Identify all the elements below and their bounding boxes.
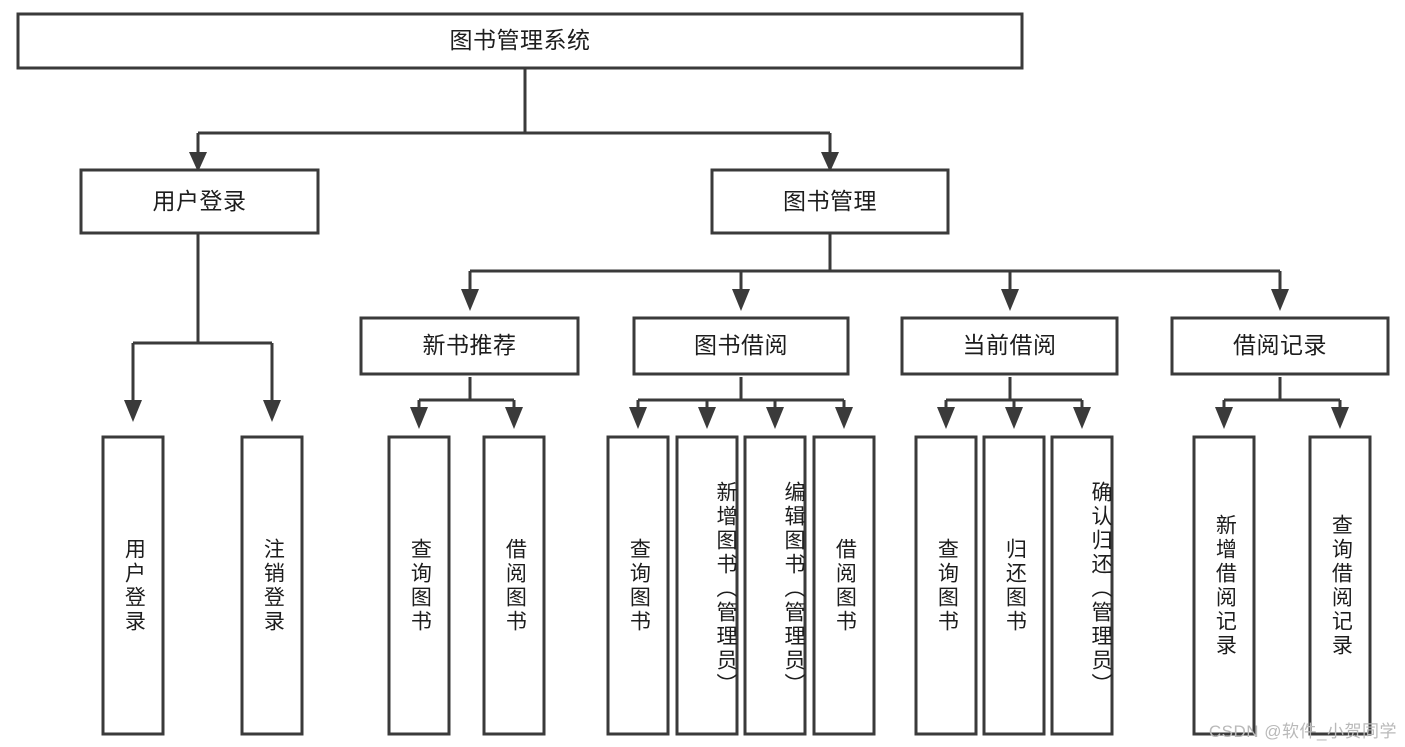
- leaf-box: [1050, 435, 1114, 736]
- node-box-current: [900, 316, 1119, 376]
- connector-bookborrow-to-leaves: [629, 377, 853, 429]
- node-box-new-books: [359, 316, 580, 376]
- connector-newbooks-to-leaves: [410, 377, 523, 429]
- connector-borrowrecords-to-leaves: [1215, 377, 1349, 429]
- leaf-box: [743, 435, 807, 736]
- leaf-box: [387, 435, 451, 736]
- node-box-book-mgmt: [710, 168, 950, 235]
- connector-root-to-level2: [189, 68, 839, 172]
- leaf-box: [606, 435, 670, 736]
- node-box-root: [16, 12, 1024, 70]
- leaf-box: [240, 435, 304, 736]
- node-box-book-borrow: [632, 316, 850, 376]
- connector-bookmgmt-to-level3: [461, 233, 1289, 311]
- node-box-records: [1170, 316, 1390, 376]
- leaf-box: [982, 435, 1046, 736]
- leaf-box: [1308, 435, 1372, 736]
- leaf-box: [482, 435, 546, 736]
- leaf-box: [675, 435, 739, 736]
- connector-userlogin-to-leaves: [124, 233, 281, 422]
- connector-currentborrow-to-leaves: [937, 377, 1091, 429]
- leaf-box: [914, 435, 978, 736]
- leaf-box: [812, 435, 876, 736]
- leaf-box: [1192, 435, 1256, 736]
- leaf-box: [101, 435, 165, 736]
- node-box-user-login: [79, 168, 320, 235]
